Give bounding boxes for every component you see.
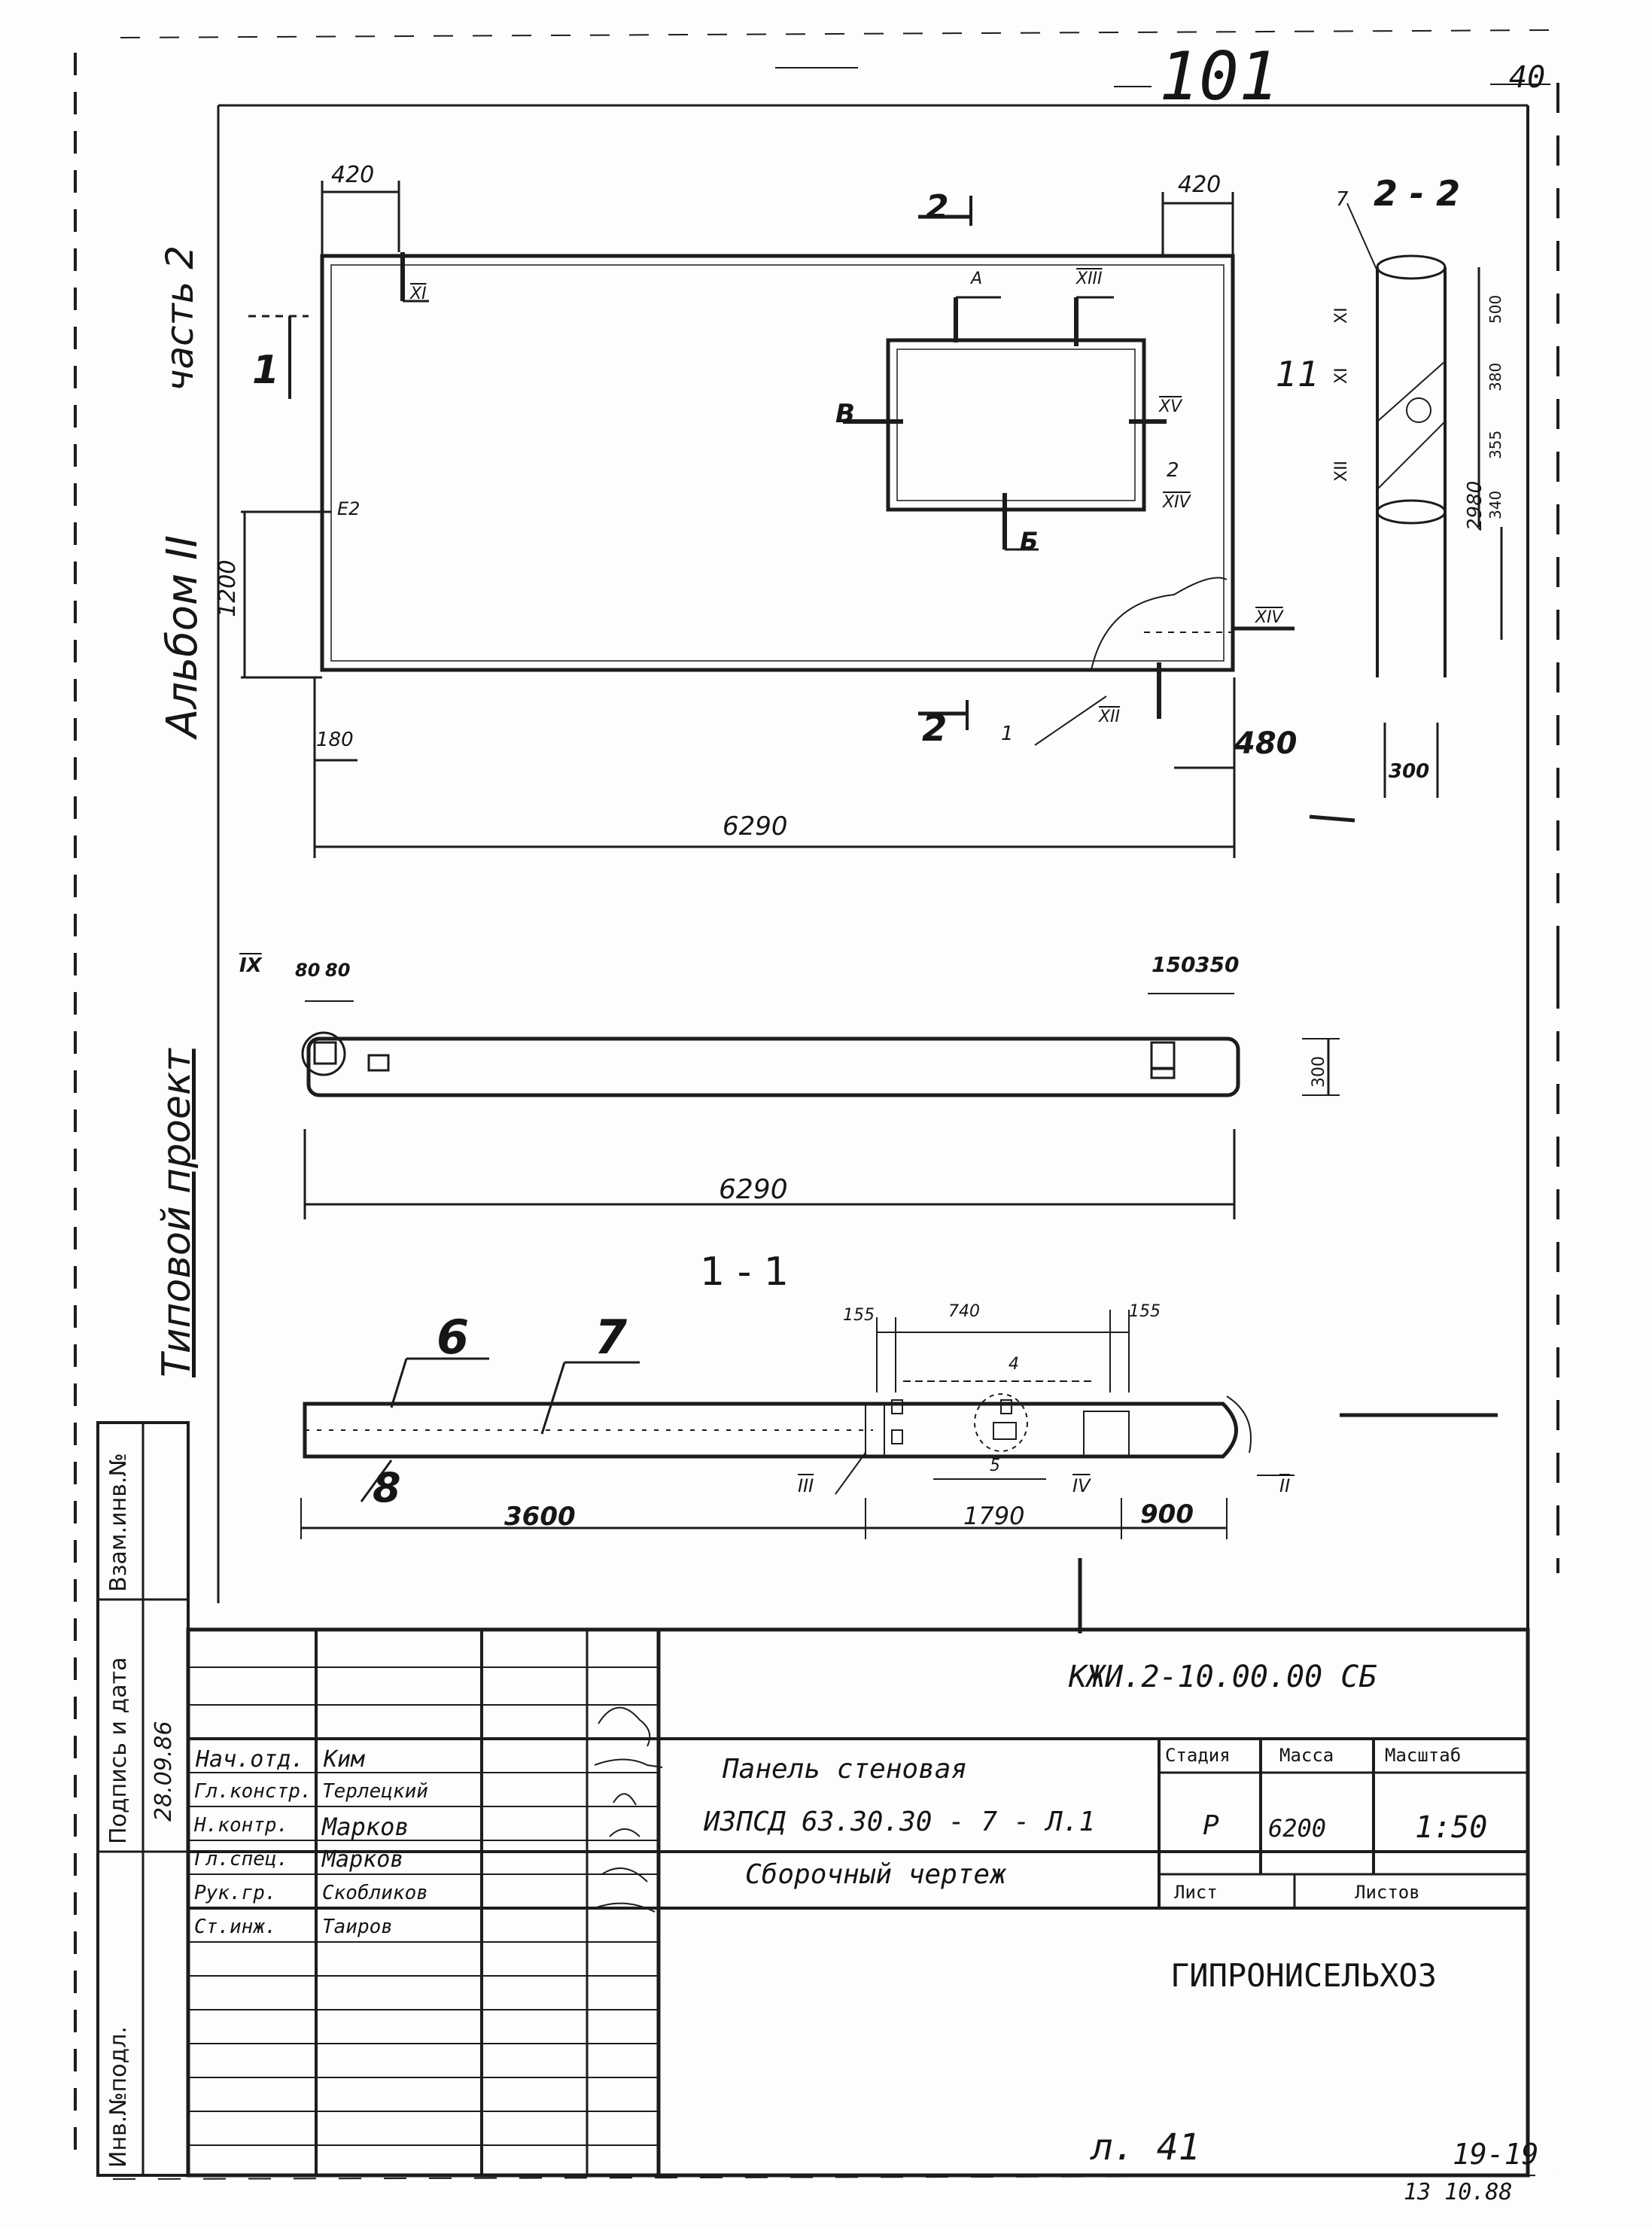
dim-bottom-left: 180 <box>316 729 354 751</box>
elevation-dim-total: 6290 <box>719 1174 788 1205</box>
staff-name-3: Марков <box>322 1813 409 1841</box>
side-dim-4: 340 <box>1486 490 1504 519</box>
dim-1-1-top-1: 155 <box>843 1306 875 1325</box>
dim-1-1-top-3: 155 <box>1129 1302 1161 1321</box>
node-mark-4: XIV <box>1163 493 1191 512</box>
staff-role-5: Рук.гр. <box>194 1882 277 1904</box>
title-line-3: Сборочный чертеж <box>745 1859 1006 1890</box>
mass-value: 6200 <box>1268 1814 1327 1843</box>
side-sign-date: 28.09.86 <box>151 1721 177 1822</box>
elevation-dim-right-2: 350 <box>1195 952 1240 977</box>
elevation-dim-height: 300 <box>1310 1056 1328 1088</box>
staff-name-2: Терлецкий <box>322 1780 428 1803</box>
type-project-label: Типовой проект <box>154 1049 199 1377</box>
dim-bottom-right: 480 <box>1234 726 1298 761</box>
stamp-code: 13 10.88 <box>1404 2179 1513 2205</box>
staff-role-1: Нач.отд. <box>196 1746 305 1773</box>
sheet-label: Лист <box>1174 1882 1218 1903</box>
title-line-1: Панель стеновая <box>723 1754 968 1785</box>
node-mark-2: XIII <box>1076 269 1103 288</box>
handwritten-note: л. 41 <box>1091 2126 1200 2169</box>
staff-name-4: Марков <box>322 1846 404 1873</box>
section-mark-top: 2 <box>926 188 949 227</box>
side-dim-1: 500 <box>1486 294 1504 324</box>
opening-mark-a: А <box>971 269 983 288</box>
scale-header: Масштаб <box>1385 1745 1462 1766</box>
node-mark-3: XV <box>1159 397 1182 416</box>
node-mark-ii: II <box>1279 1475 1291 1496</box>
dim-1-1-top-2: 740 <box>948 1302 980 1321</box>
stamp-mark: 19-19 <box>1453 2138 1539 2171</box>
staff-name-1: Ким <box>324 1746 365 1773</box>
side-dim-2: 380 <box>1486 362 1504 391</box>
callout-2-2: 2 <box>1167 459 1179 482</box>
side-dim-3: 355 <box>1486 430 1504 459</box>
corner-number: 40 <box>1509 60 1546 95</box>
side-header-signature: Подпись и дата <box>105 1657 132 1845</box>
staff-name-6: Таиров <box>322 1916 393 1938</box>
part-label: часть 2 <box>158 245 202 391</box>
section-1-1-title: 1 - 1 <box>700 1249 789 1295</box>
dim-1-1-bottom-2: 1790 <box>963 1502 1025 1530</box>
inner-mark-4: 4 <box>1009 1355 1019 1374</box>
doc-code: КЖИ.2-10.00.00 СБ <box>1069 1660 1377 1694</box>
side-header-replacement: Взам.инв.№ <box>105 1453 132 1592</box>
dim-total: 6290 <box>723 811 788 842</box>
section-mark-bottom: 2 <box>922 708 948 750</box>
staff-role-2: Гл.констр. <box>194 1780 312 1803</box>
node-mark-5: XII <box>1099 708 1121 726</box>
opening-mark-e2: Е2 <box>337 498 361 519</box>
mass-header: Масса <box>1279 1745 1334 1766</box>
node-mark-iv: IV <box>1072 1475 1091 1496</box>
layer-mark-7: 7 <box>595 1310 628 1365</box>
opening-mark-b: Б <box>1020 527 1039 555</box>
section-mark-left: 1 <box>252 348 280 393</box>
dim-1-1-bottom-3: 900 <box>1140 1499 1194 1529</box>
album-label: Альбом II <box>158 535 207 738</box>
node-mark-1: XI <box>410 285 427 303</box>
elevation-dim-left-1: 80 <box>295 960 321 981</box>
section-2-2-mark-11: 11 <box>1276 354 1320 394</box>
elevation-node-mark: IX <box>239 954 262 977</box>
dim-height: 1200 <box>214 559 241 617</box>
title-line-2: ИЗПСД 63.30.30 - 7 - Л.1 <box>704 1806 1096 1837</box>
callout-1: 1 <box>1001 723 1014 745</box>
scale-value: 1:50 <box>1415 1810 1488 1845</box>
staff-role-4: Гл.спец. <box>194 1848 289 1870</box>
stage-value: Р <box>1203 1810 1219 1841</box>
side-header-inventory: Инв.№подл. <box>105 2026 132 2168</box>
staff-role-6: Ст.инж. <box>194 1916 277 1938</box>
page-number: 101 <box>1159 38 1279 115</box>
section-2-2-dim-bottom: 300 <box>1389 760 1430 783</box>
layer-mark-8: 8 <box>373 1464 401 1511</box>
opening-mark-v: В <box>835 399 855 429</box>
organization: ГИПРОНИСЕЛЬХОЗ <box>1170 1957 1438 1994</box>
section-2-2-title: 2 - 2 <box>1374 173 1461 214</box>
layer-mark-6: 6 <box>437 1310 470 1365</box>
node-mark-6: XIV <box>1255 608 1283 627</box>
stage-header: Стадия <box>1165 1745 1231 1766</box>
inner-mark-5: 5 <box>990 1456 1000 1475</box>
section-2-2-mark-xi-b: XI <box>1332 367 1351 384</box>
sheets-label: Листов <box>1355 1882 1420 1903</box>
section-2-2-dim-total: 2980 <box>1464 480 1486 531</box>
elevation-dim-right-1: 150 <box>1152 952 1196 977</box>
staff-role-3: Н.контр. <box>194 1814 289 1837</box>
section-2-2-mark-xi-a: XI <box>1332 307 1351 324</box>
dim-top-right: 420 <box>1178 172 1222 198</box>
section-2-2-mark-xii: XII <box>1332 460 1351 482</box>
dim-top-left: 420 <box>331 162 375 188</box>
elevation-dim-left-2: 80 <box>325 960 351 981</box>
node-mark-iii: III <box>798 1475 814 1496</box>
staff-name-5: Скобликов <box>322 1882 428 1904</box>
dim-1-1-bottom-1: 3600 <box>504 1502 576 1532</box>
section-2-2-mark-7: 7 <box>1336 188 1349 211</box>
